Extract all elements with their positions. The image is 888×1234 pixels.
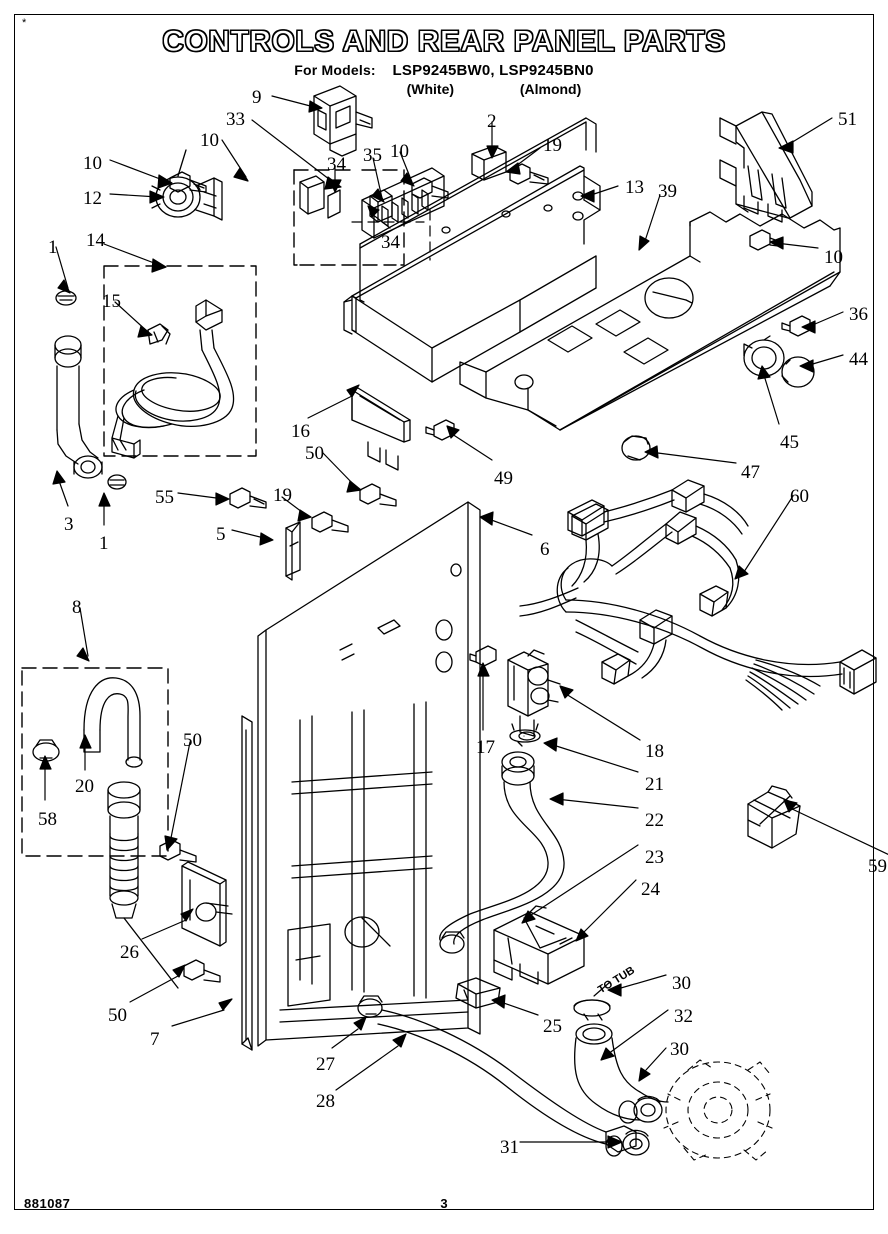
models-label: For Models: <box>294 61 376 78</box>
callout-45: 45 <box>780 432 799 453</box>
callout-34-lower: 34 <box>381 232 400 253</box>
callout-50-lower: 50 <box>108 1005 127 1026</box>
callout-55: 55 <box>155 487 174 508</box>
callout-49: 49 <box>494 468 513 489</box>
callout-30-lower: 30 <box>670 1039 689 1060</box>
corner-registration-mark: * <box>22 17 27 29</box>
callout-24: 24 <box>641 879 660 900</box>
callout-21: 21 <box>645 774 664 795</box>
callout-10-right: 10 <box>824 247 843 268</box>
callout-10-upper-mid: 10 <box>200 130 219 151</box>
callout-39: 39 <box>658 181 677 202</box>
callout-58: 58 <box>38 809 57 830</box>
page-number: 3 <box>440 1196 448 1211</box>
callout-16: 16 <box>291 421 310 442</box>
callout-60: 60 <box>790 486 809 507</box>
callout-2: 2 <box>487 111 497 132</box>
callout-25: 25 <box>543 1016 562 1037</box>
callout-50-upper: 50 <box>305 443 324 464</box>
document-code: 881087 <box>24 1196 71 1211</box>
callout-28: 28 <box>316 1091 335 1112</box>
callout-17: 17 <box>476 737 495 758</box>
callout-31: 31 <box>500 1137 519 1158</box>
callout-13: 13 <box>625 177 644 198</box>
callout-51: 51 <box>838 109 857 130</box>
callout-36: 36 <box>849 304 868 325</box>
callout-34-upper: 34 <box>327 154 346 175</box>
callout-18: 18 <box>645 741 664 762</box>
callout-10-left: 10 <box>83 153 102 174</box>
callout-32: 32 <box>674 1006 693 1027</box>
callout-50-mid: 50 <box>183 730 202 751</box>
callout-7: 7 <box>150 1029 160 1050</box>
callout-47: 47 <box>741 462 760 483</box>
callout-44: 44 <box>849 349 868 370</box>
callout-20: 20 <box>75 776 94 797</box>
callout-9: 9 <box>252 87 262 108</box>
finish-almond: (Almond) <box>519 80 582 97</box>
callout-27: 27 <box>316 1054 335 1075</box>
callout-33: 33 <box>226 109 245 130</box>
callout-19-mid: 19 <box>273 485 292 506</box>
callout-10-center: 10 <box>390 141 409 162</box>
finish-white: (White) <box>406 80 455 97</box>
callout-35: 35 <box>363 145 382 166</box>
finish-line: (White) (Almond) <box>0 81 888 97</box>
callout-26: 26 <box>120 942 139 963</box>
callout-19-upper: 19 <box>543 135 562 156</box>
callout-12: 12 <box>83 188 102 209</box>
callout-14: 14 <box>86 230 105 251</box>
callout-15: 15 <box>102 291 121 312</box>
callout-23: 23 <box>645 847 664 868</box>
callout-22: 22 <box>645 810 664 831</box>
page-title: CONTROLS AND REAR PANEL PARTS <box>162 25 726 58</box>
callout-1-lower: 1 <box>99 533 109 554</box>
model-line: For Models: LSP9245BW0, LSP9245BN0 <box>0 62 888 79</box>
page-border <box>14 14 874 1210</box>
callout-59: 59 <box>868 856 887 877</box>
callout-5: 5 <box>216 524 226 545</box>
title-block: CONTROLS AND REAR PANEL PARTS For Models… <box>0 26 888 97</box>
model-numbers: LSP9245BW0, LSP9245BN0 <box>392 61 594 79</box>
callout-8: 8 <box>72 597 82 618</box>
callout-30-upper: 30 <box>672 973 691 994</box>
callout-1-upper: 1 <box>48 237 58 258</box>
callout-6: 6 <box>540 539 550 560</box>
callout-3: 3 <box>64 514 74 535</box>
